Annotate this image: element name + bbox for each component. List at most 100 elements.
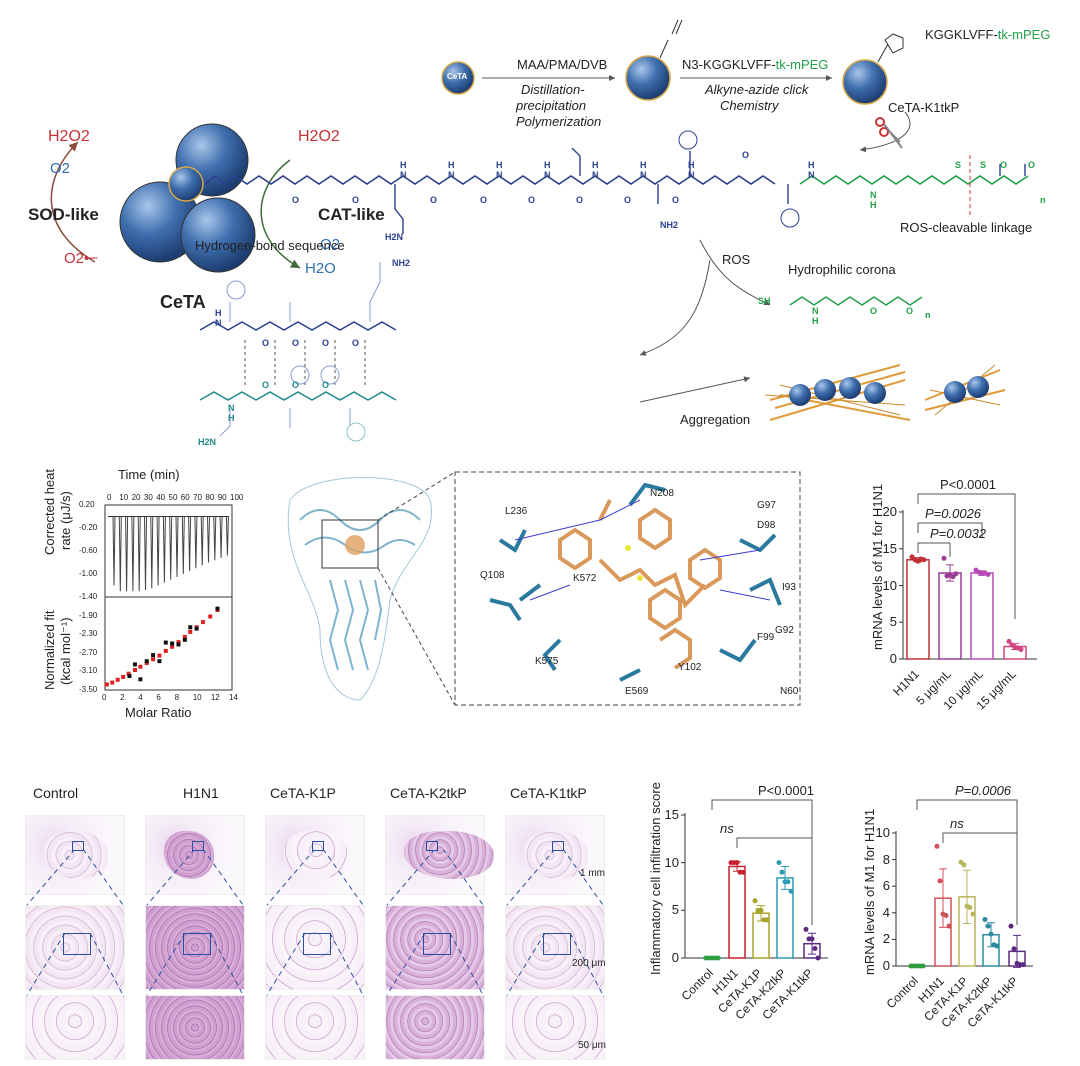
ceta-core-label: CeTA — [447, 72, 468, 81]
itc-fit-point — [170, 644, 175, 649]
magnified-region-box — [72, 841, 84, 851]
data-point — [815, 955, 821, 961]
histology-group-label: Control — [33, 785, 79, 801]
data-point — [1006, 638, 1012, 644]
peptide-suffix: tk-mPEG — [775, 57, 829, 72]
residue-label: K575 — [535, 656, 559, 667]
significance-annotation: P<0.0001 — [758, 783, 815, 798]
data-point — [943, 912, 949, 918]
itc-injection-peak — [112, 516, 116, 586]
data-point — [967, 904, 973, 910]
lung-overview-image — [145, 815, 245, 895]
bar — [970, 572, 994, 660]
zoom-guide-lines — [266, 850, 364, 996]
itc-molar-ratio-label: Molar Ratio — [125, 705, 192, 720]
ligand-in-protein — [345, 535, 365, 555]
step1-reagents: MAA/PMA/DVB — [517, 57, 608, 72]
right-h2o2-label: H2O2 — [298, 128, 340, 145]
chain-atom-label: O — [430, 195, 438, 205]
residue-label: N60 — [780, 686, 799, 697]
chain-atom-label: O — [1000, 160, 1008, 170]
step1-method-line2: precipitation — [516, 98, 587, 113]
itc-fit-point — [121, 674, 126, 679]
lung-medium-magnification-image — [385, 905, 485, 990]
significance-annotation: P=0.0026 — [925, 506, 982, 521]
data-point — [946, 923, 952, 929]
lung-medium-magnification-image — [265, 905, 365, 990]
itc-time-label: Time (min) — [118, 467, 180, 482]
chain-atom-label: H — [640, 160, 647, 170]
hbond-atom-label: O — [292, 380, 300, 390]
hbond-atom-label: H2N — [198, 437, 217, 447]
itc-time-tick: 30 — [143, 493, 153, 502]
corona-atom-label: O — [906, 306, 914, 316]
itc-injection-peak — [213, 516, 217, 561]
itc-measured-point — [144, 659, 149, 664]
data-point — [812, 945, 818, 951]
y-tick-label: 10 — [882, 577, 897, 593]
itc-ratio-tick: 10 — [192, 693, 202, 702]
aggregation-label: Aggregation — [680, 412, 751, 427]
y-axis-label: Inflammatory cell infiltration score — [648, 782, 663, 975]
magnified-region-box — [552, 841, 564, 851]
itc-injection-peak — [219, 516, 223, 558]
itc-fit-point — [110, 680, 115, 685]
lung-medium-magnification-image — [25, 905, 125, 990]
significance-bracket — [711, 799, 813, 925]
itc-measured-point — [176, 642, 181, 647]
itc-time-tick: 100 — [230, 493, 244, 502]
chain-atom-label: H — [808, 160, 815, 170]
lung-section — [164, 831, 214, 879]
phenyl-ring — [320, 365, 340, 385]
data-point — [982, 916, 988, 922]
itc-injection-peak — [144, 516, 147, 591]
data-point — [988, 931, 994, 937]
phenyl-ring — [780, 208, 800, 228]
residue-label: N208 — [650, 488, 674, 499]
lung-overview-image — [25, 815, 125, 895]
itc-injection-peak — [188, 516, 192, 572]
corona-chain — [789, 296, 923, 306]
right-o2-label: O2 — [320, 236, 341, 253]
hbond-atom-label: O — [262, 338, 270, 348]
chain-atom-label: N — [400, 170, 407, 180]
left-h2o2-label: H2O2 — [48, 128, 90, 145]
y-tick-label: 0 — [882, 958, 890, 973]
right-h2o-label: H2O — [305, 260, 336, 277]
y-tick-label: 4 — [882, 904, 890, 920]
residue-label: K572 — [573, 573, 597, 584]
chain-sphere — [168, 166, 204, 202]
itc-fit-point — [126, 671, 131, 676]
itc-measured-point — [127, 674, 132, 679]
data-point — [1018, 646, 1024, 652]
aggregation-arrow — [639, 376, 751, 403]
magnified-region-box — [312, 841, 324, 851]
itc-measured-point — [182, 637, 187, 642]
itc-ratio-tick: 6 — [156, 693, 161, 702]
lung-section — [524, 831, 588, 879]
itc-fit-point — [163, 648, 168, 653]
peg-chain — [799, 175, 1029, 185]
scale-bar-1mm: 1 mm — [580, 868, 605, 879]
significance-annotation: P=0.0006 — [955, 783, 1012, 798]
itc-injection-peak — [125, 516, 129, 592]
error-bar — [963, 869, 971, 924]
data-point — [985, 571, 991, 577]
itc-time-tick: 90 — [217, 493, 227, 502]
residue-label: Q108 — [480, 570, 505, 581]
hbond-sidechains — [219, 262, 381, 437]
chain-atom-label: N — [808, 170, 815, 180]
itc-measured-point — [188, 625, 193, 630]
y-tick-label: 20 — [882, 504, 897, 519]
itc-injection-peak — [181, 516, 185, 575]
itc-injection-peak — [162, 516, 166, 583]
itc-fit-point — [151, 657, 156, 662]
data-point — [752, 898, 758, 904]
itc-measured-point — [151, 653, 156, 658]
itc-injection-peak — [207, 516, 210, 563]
chain-atom-label: O — [672, 195, 680, 205]
itc-fit-point — [200, 620, 205, 625]
significance-annotation: P=0.0032 — [930, 526, 987, 541]
itc-ratio-tick: 2 — [120, 693, 125, 702]
